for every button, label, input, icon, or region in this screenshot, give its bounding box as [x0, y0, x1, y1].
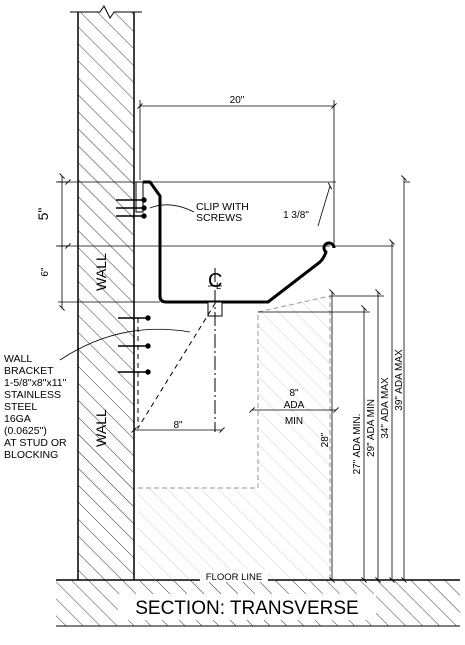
- dim-knee-depth-line-1: 8": [289, 388, 299, 399]
- clip-callout-line-2: SCREWS: [196, 212, 242, 224]
- wall-bracket-outline: [137, 301, 217, 430]
- wall-label-lower: WALL: [93, 409, 109, 447]
- bracket-callout-line-7: (0.0625"): [4, 425, 47, 437]
- clip-callout-line-1: CLIP WITH: [196, 201, 249, 213]
- bracket-callout-line-1: WALL: [4, 353, 32, 365]
- centerline-subscript: L: [216, 281, 221, 291]
- bracket-callout: WALL BRACKET 1-5/8"x8"x11" STAINLESS STE…: [4, 353, 67, 461]
- dim-ada-29-label: 29" ADA MIN: [366, 399, 377, 457]
- bracket-callout-line-5: STEEL: [4, 401, 37, 413]
- bracket-callout-line-2: BRACKET: [4, 365, 54, 377]
- centerline-symbol: C: [208, 270, 222, 292]
- dim-knee-depth-line-3: MIN: [285, 416, 303, 427]
- clip-screws: [116, 197, 147, 219]
- bracket-callout-line-8: AT STUD OR: [4, 437, 67, 449]
- wall-label-upper: WALL: [93, 253, 109, 291]
- dim-depth-label: 20": [230, 95, 245, 106]
- dim-right: [258, 175, 410, 583]
- bracket-screws: [118, 315, 151, 375]
- bracket-callout-line-4: STAINLESS: [4, 389, 61, 401]
- dim-depth: [137, 100, 337, 246]
- dim-bracket-depth-label: 8": [173, 420, 183, 431]
- bracket-callout-line-9: BLOCKING: [4, 449, 58, 461]
- dim-ada-27-label: 27" ADA MIN.: [352, 414, 363, 475]
- title-mask: [118, 594, 376, 620]
- dim-knee-depth-line-2: ADA: [284, 400, 305, 411]
- dim-rim-offset-label: 1 3/8": [283, 210, 309, 221]
- dim-bracket-top-label: 5": [35, 208, 51, 221]
- drawing-title: SECTION: TRANSVERSE: [135, 598, 358, 619]
- leaders: [59, 204, 195, 361]
- bracket-callout-line-6: 16GA: [4, 413, 31, 425]
- dim-ada-34-label: 34" ADA MAX: [380, 377, 391, 439]
- floor-line-label: FLOOR LINE: [206, 572, 263, 583]
- wall-section: [70, 5, 142, 580]
- dim-left: [56, 173, 330, 311]
- dim-basin-drop-label: 6": [40, 267, 51, 277]
- dim-rim-offset: [150, 181, 336, 227]
- floor-line-mask: [200, 570, 268, 582]
- knee-clearance-zone: [138, 295, 331, 580]
- drain-centerline: [208, 268, 222, 432]
- dim-knee-height-label: 28": [320, 432, 331, 447]
- bracket-callout-line-3: 1-5/8"x8"x11": [4, 377, 67, 389]
- dim-ada-39-label: 39" ADA MAX: [394, 349, 405, 411]
